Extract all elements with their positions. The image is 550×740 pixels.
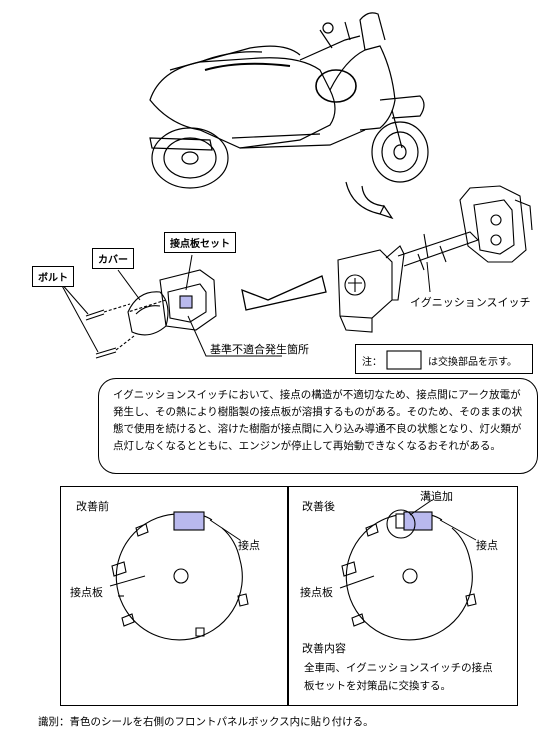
after-panel bbox=[288, 486, 518, 706]
left-arrow bbox=[241, 275, 327, 311]
legend-box bbox=[355, 344, 533, 374]
before-plate-drawing bbox=[111, 511, 249, 641]
identification-note: 識別：青色のシールを右側のフロントパネルボックス内に貼り付ける。 bbox=[38, 716, 374, 728]
after-title: 改善後 bbox=[302, 500, 335, 513]
before-contact-label: 接点 bbox=[238, 539, 260, 552]
before-panel bbox=[60, 486, 288, 706]
groove-added-label: 溝追加 bbox=[420, 490, 453, 503]
before-title: 改善前 bbox=[76, 500, 109, 513]
after-contact-label: 接点 bbox=[476, 539, 498, 552]
before-plate-label: 接点板 bbox=[70, 586, 103, 599]
ignition-switch-drawing bbox=[337, 185, 533, 333]
defect-description: イグニッションスイッチにおいて、接点の構造が不適切なため、接点間にアーク放電が発… bbox=[98, 378, 538, 474]
after-plate-label: 接点板 bbox=[300, 586, 333, 599]
after-plate-drawing bbox=[341, 509, 477, 641]
improvement-content-title: 改善内容 bbox=[302, 642, 346, 655]
legend-prefix: 注： bbox=[362, 357, 382, 368]
cover-label: カバー bbox=[92, 248, 134, 269]
ignition-switch-label: イグニッションスイッチ bbox=[410, 296, 531, 309]
curved-arrow-down bbox=[345, 181, 394, 220]
exploded-parts-drawing bbox=[85, 269, 217, 359]
legend-suffix: は交換部品を示す。 bbox=[428, 357, 517, 368]
scooter-drawing bbox=[149, 12, 429, 189]
bolt-label: ボルト bbox=[32, 266, 74, 287]
improvement-content-line-2: 板セットを対策品に交換する。 bbox=[304, 680, 451, 692]
contact-plate-set-label: 接点板セット bbox=[164, 232, 236, 253]
defect-location-label: 基準不適合発生箇所 bbox=[210, 343, 309, 356]
improvement-content-line-1: 全車両、イグニッションスイッチの接点 bbox=[304, 662, 493, 674]
